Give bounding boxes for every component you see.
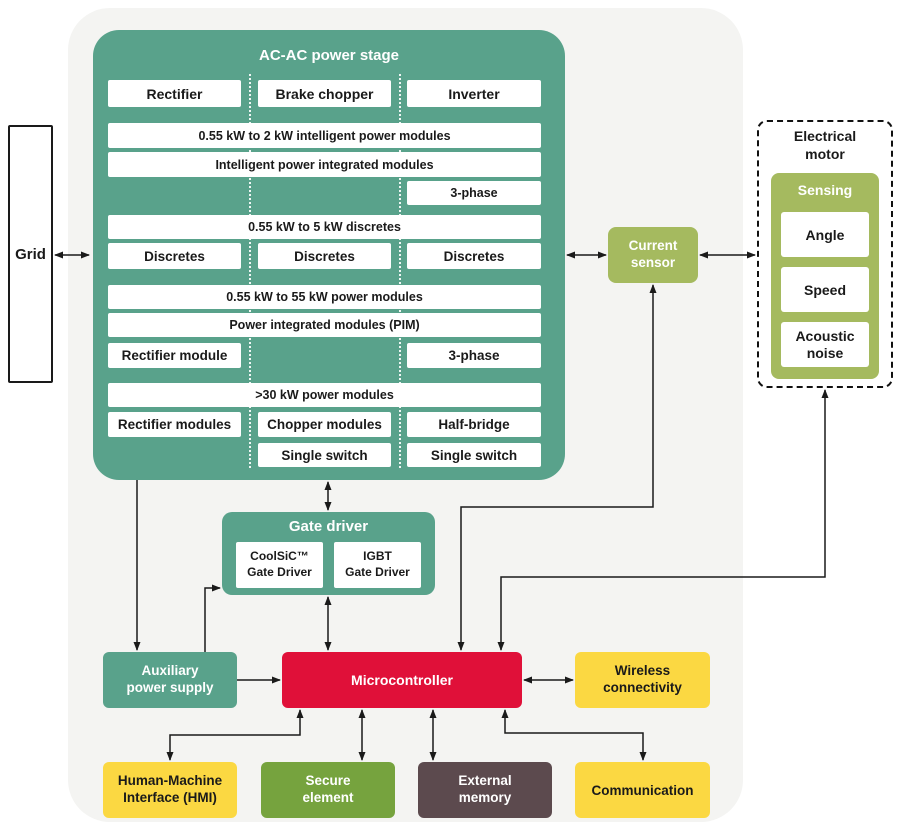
auxiliary-power-supply-box[interactable]: Auxiliary power supply	[103, 652, 237, 708]
communication-box[interactable]: Communication	[575, 762, 710, 818]
grid-label: Grid	[15, 245, 46, 263]
grid-box[interactable]: Grid	[8, 125, 53, 383]
chopper-modules-box[interactable]: Chopper modules	[258, 412, 391, 437]
wireless-connectivity-box[interactable]: Wireless connectivity	[575, 652, 710, 708]
discretes-box-chopper[interactable]: Discretes	[258, 243, 391, 269]
column-separator	[399, 74, 401, 468]
electrical-motor-title: Electrical motor	[793, 128, 857, 163]
power-stage-title: AC-AC power stage	[258, 47, 400, 64]
secure-element-box[interactable]: Secure element	[261, 762, 395, 818]
column-separator	[249, 74, 251, 468]
high-power-modules-row-box[interactable]: >30 kW power modules	[108, 383, 541, 407]
rectifier-module-box[interactable]: Rectifier module	[108, 343, 241, 368]
power-modules-row-box[interactable]: 0.55 kW to 55 kW power modules	[108, 285, 541, 309]
igbt-gate-driver-box[interactable]: IGBT Gate Driver	[334, 542, 421, 588]
angle-box[interactable]: Angle	[781, 212, 869, 257]
rectifier-box[interactable]: Rectifier	[108, 80, 241, 107]
intelligent-power-integrated-modules-box[interactable]: Intelligent power integrated modules	[108, 152, 541, 177]
inverter-box[interactable]: Inverter	[407, 80, 541, 107]
half-bridge-box[interactable]: Half-bridge	[407, 412, 541, 437]
three-phase-box-top[interactable]: 3-phase	[407, 181, 541, 205]
pim-row-box[interactable]: Power integrated modules (PIM)	[108, 313, 541, 337]
rectifier-modules-box[interactable]: Rectifier modules	[108, 412, 241, 437]
external-memory-box[interactable]: External memory	[418, 762, 552, 818]
speed-box[interactable]: Speed	[781, 267, 869, 312]
discretes-row-box[interactable]: 0.55 kW to 5 kW discretes	[108, 215, 541, 239]
current-sensor-box[interactable]: Current sensor	[608, 227, 698, 283]
three-phase-box-mid[interactable]: 3-phase	[407, 343, 541, 368]
microcontroller-box[interactable]: Microcontroller	[282, 652, 522, 708]
discretes-box-inverter[interactable]: Discretes	[407, 243, 541, 269]
gate-driver-title: Gate driver	[288, 518, 369, 535]
coolsic-gate-driver-box[interactable]: CoolSiC™ Gate Driver	[236, 542, 323, 588]
single-switch-box-inverter[interactable]: Single switch	[407, 443, 541, 467]
single-switch-box-chopper[interactable]: Single switch	[258, 443, 391, 467]
brake-chopper-box[interactable]: Brake chopper	[258, 80, 391, 107]
hmi-box[interactable]: Human-Machine Interface (HMI)	[103, 762, 237, 818]
sensing-title: Sensing	[797, 182, 853, 198]
acoustic-noise-box[interactable]: Acoustic noise	[781, 322, 869, 367]
intelligent-power-modules-box[interactable]: 0.55 kW to 2 kW intelligent power module…	[108, 123, 541, 148]
discretes-box-rectifier[interactable]: Discretes	[108, 243, 241, 269]
